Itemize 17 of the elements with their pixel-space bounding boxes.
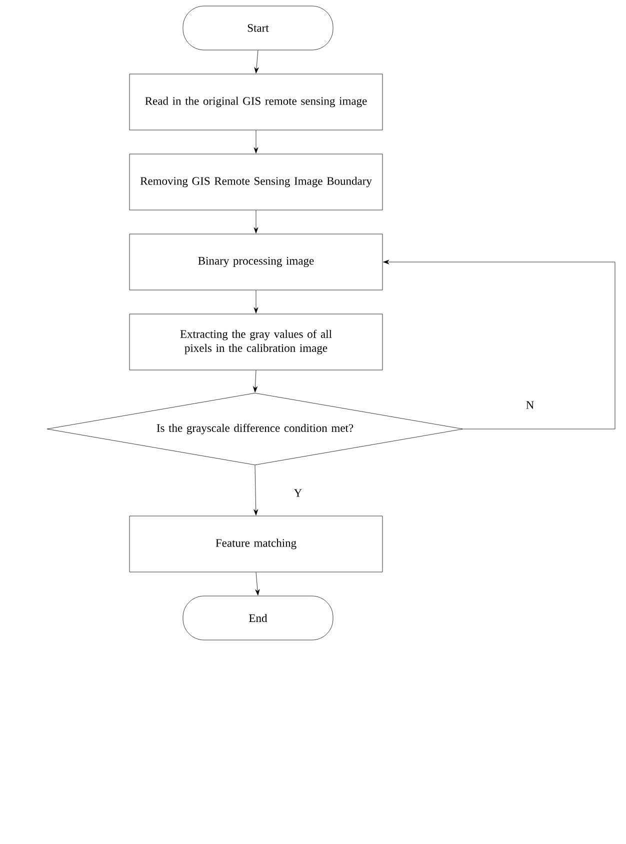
arrow (254, 465, 258, 516)
process-box: Extracting the gray values of all pixels in the calibration image (129, 314, 383, 370)
edge-label: N (524, 400, 536, 410)
process-box: Read in the original GIS remote sensing image (129, 74, 383, 130)
arrow (383, 260, 616, 430)
arrow (253, 370, 258, 392)
arrow (254, 210, 258, 234)
edge-label: Y (292, 488, 304, 498)
terminal-box: End (182, 596, 334, 640)
arrow (254, 290, 258, 314)
process-box: Binary processing image (129, 234, 383, 290)
arrow (254, 50, 259, 74)
arrow (254, 130, 258, 154)
process-box: Feature matching (129, 516, 383, 572)
process-box: Removing GIS Remote Sensing Image Boundary (129, 154, 383, 210)
arrow (255, 572, 260, 596)
terminal-box: Start (182, 6, 334, 50)
